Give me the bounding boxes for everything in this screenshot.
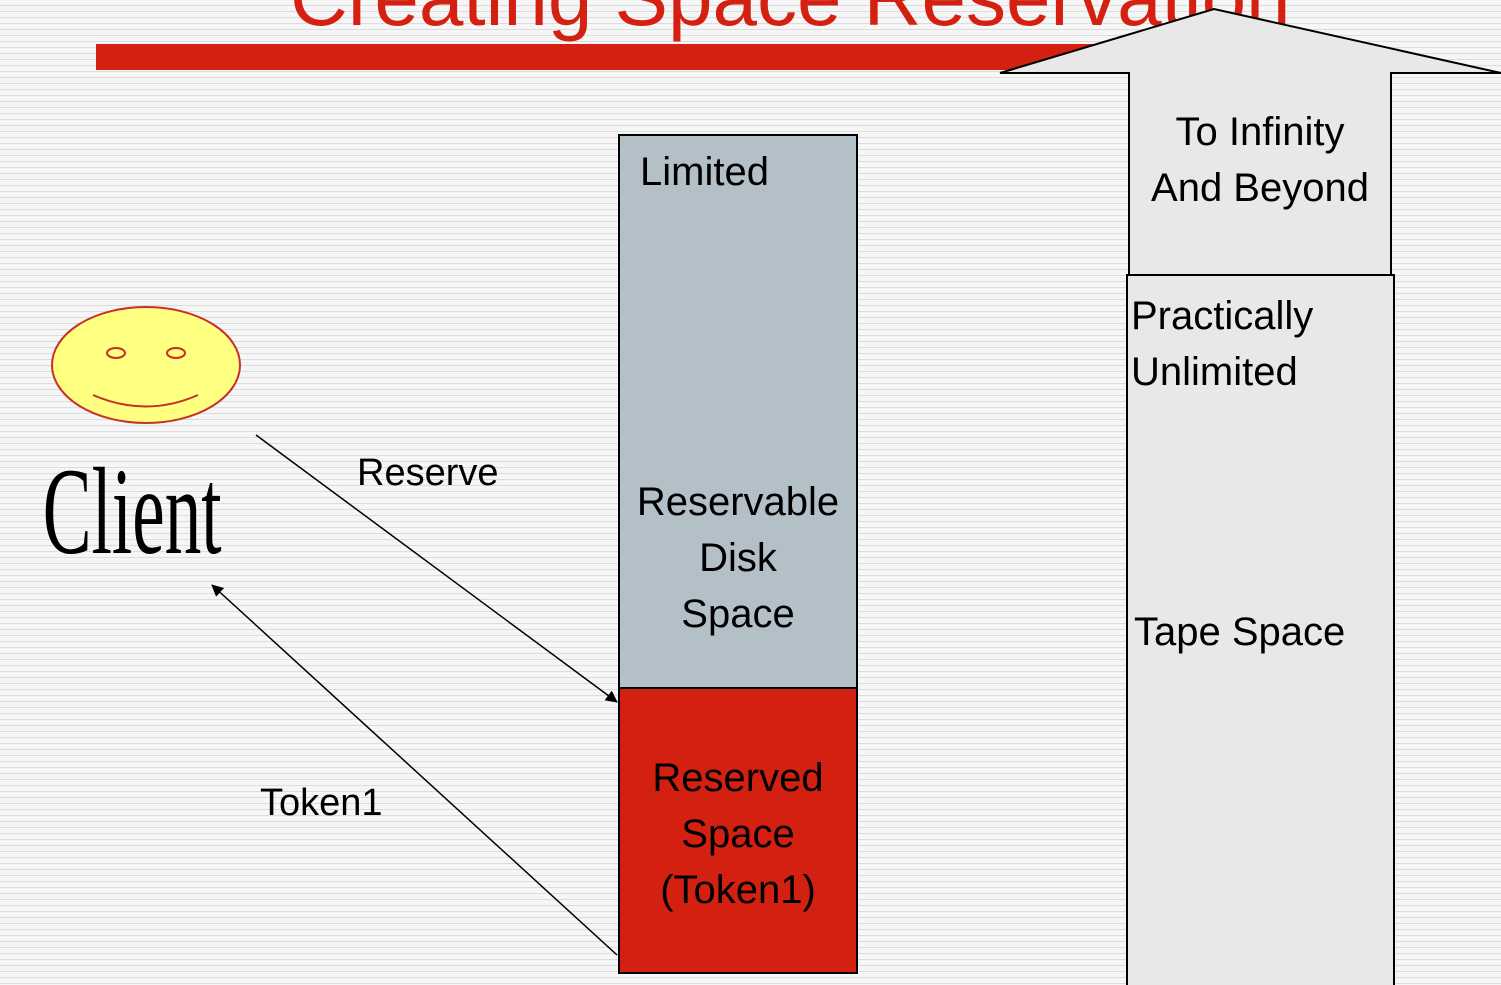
infinity-label: To Infinity And Beyond bbox=[1129, 104, 1391, 216]
title-underline-bar bbox=[96, 44, 1136, 70]
disk-reservable-line-3: Space bbox=[681, 592, 795, 636]
infinity-line-1: To Infinity bbox=[1175, 110, 1345, 154]
infinity-arrow-shape bbox=[999, 7, 1501, 279]
reserved-space-line-3: (Token1) bbox=[660, 868, 816, 912]
smiley-face-icon bbox=[51, 306, 241, 424]
disk-space-column bbox=[618, 134, 858, 689]
tape-unlimited-line-1: Practically bbox=[1131, 294, 1314, 338]
token-label: Token1 bbox=[260, 782, 383, 824]
reserve-label: Reserve bbox=[357, 452, 499, 494]
reserve-arrow bbox=[255, 434, 618, 703]
disk-reservable-line-2: Disk bbox=[699, 536, 777, 580]
tape-unlimited-label: Practically Unlimited bbox=[1131, 288, 1313, 400]
reserved-space-label: Reserved Space (Token1) bbox=[619, 750, 857, 918]
disk-limited-label: Limited bbox=[640, 150, 769, 194]
disk-reservable-line-1: Reservable bbox=[636, 480, 840, 524]
token-arrow bbox=[211, 584, 618, 956]
client-label: Client bbox=[42, 442, 222, 581]
tape-space-column bbox=[1126, 274, 1395, 985]
disk-reservable-label: Reservable Disk Space bbox=[619, 474, 857, 642]
reserved-space-block bbox=[618, 687, 858, 974]
reserved-space-line-2: Space bbox=[681, 812, 795, 856]
reserved-space-line-1: Reserved bbox=[652, 756, 824, 800]
tape-space-label: Tape Space bbox=[1134, 610, 1346, 654]
tape-unlimited-line-2: Unlimited bbox=[1131, 350, 1298, 394]
infinity-line-2: And Beyond bbox=[1151, 166, 1369, 210]
